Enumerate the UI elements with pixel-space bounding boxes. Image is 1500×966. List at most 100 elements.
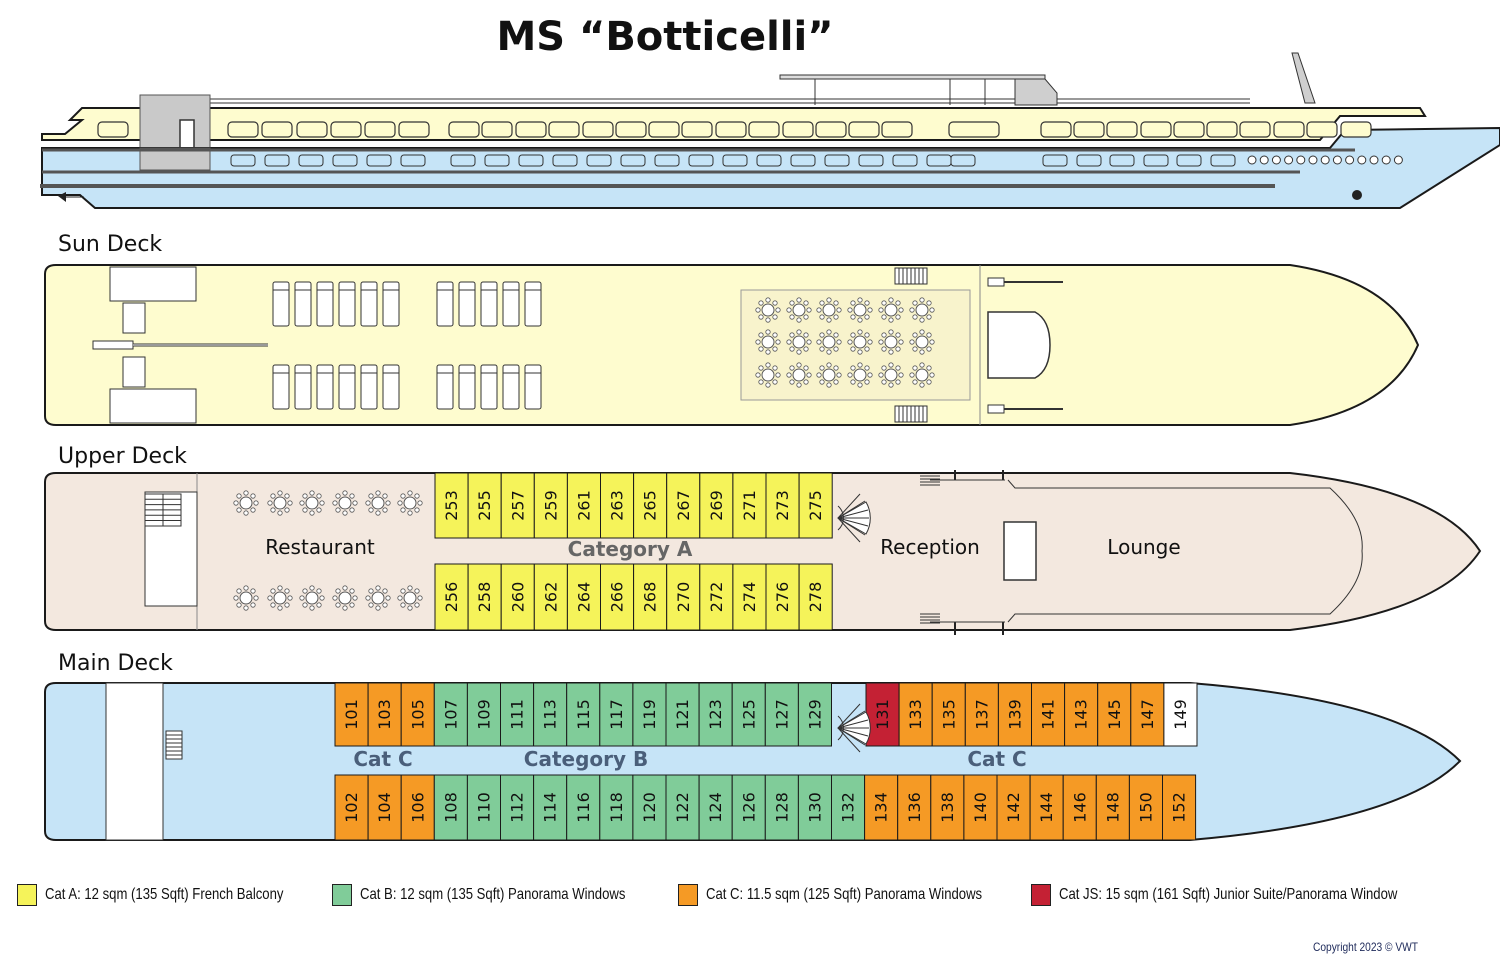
cabin-274: 274 (732, 563, 767, 631)
cabin-256: 256 (434, 563, 469, 631)
upper-deck-label: Upper Deck (58, 444, 187, 469)
cabin-113: 113 (533, 682, 568, 747)
cabin-number: 113 (541, 699, 560, 730)
cabin-269: 269 (699, 472, 734, 539)
cabin-133: 133 (898, 682, 933, 747)
cabin-number: 132 (839, 792, 858, 823)
cabin-number: 104 (375, 792, 394, 823)
cabin-117: 117 (599, 682, 634, 747)
cabin-103: 103 (367, 682, 402, 747)
cabin-number: 269 (707, 490, 726, 521)
cabin-number: 101 (342, 699, 361, 730)
cabin-275: 275 (798, 472, 833, 539)
legend: Cat A: 12 sqm (135 Sqft) French Balcony … (0, 884, 1500, 912)
main-deck-label: Main Deck (58, 651, 173, 676)
cabin-102: 102 (334, 774, 369, 841)
cabin-273: 273 (765, 472, 800, 539)
cabin-number: 144 (1037, 792, 1056, 823)
cabin-120: 120 (632, 774, 667, 841)
cabin-number: 260 (508, 582, 527, 613)
cabin-number: 127 (772, 699, 791, 730)
ship-title: MS “Botticelli” (496, 14, 834, 60)
cabin-number: 261 (574, 490, 593, 521)
cabin-108: 108 (433, 774, 468, 841)
cabin-271: 271 (732, 472, 767, 539)
cabin-262: 262 (533, 563, 568, 631)
cabin-number: 145 (1105, 699, 1124, 730)
cabin-130: 130 (797, 774, 833, 841)
cabin-number: 273 (773, 490, 792, 521)
cabin-number: 116 (574, 792, 593, 823)
cabin-264: 264 (566, 563, 602, 631)
cabin-123: 123 (698, 682, 733, 747)
cabin-number: 268 (641, 582, 660, 613)
cabin-128: 128 (764, 774, 799, 841)
cabin-number: 272 (707, 582, 726, 613)
cabin-number: 118 (607, 792, 626, 823)
cabin-number: 121 (673, 699, 692, 730)
cabin-137: 137 (964, 682, 999, 747)
cabin-number: 131 (873, 699, 892, 730)
cabin-number: 148 (1103, 792, 1122, 823)
cabin-272: 272 (699, 563, 734, 631)
cabin-152: 152 (1162, 774, 1197, 841)
cabin-number: 270 (674, 582, 693, 613)
cabin-263: 263 (600, 472, 635, 539)
cabin-number: 137 (972, 699, 991, 730)
cabin-number: 258 (475, 582, 494, 613)
cabin-260: 260 (500, 563, 535, 631)
cabin-122: 122 (665, 774, 700, 841)
cabin-127: 127 (764, 682, 799, 747)
cabin-125: 125 (731, 682, 766, 747)
cabin-number: 114 (541, 792, 560, 823)
cabin-number: 142 (1004, 792, 1023, 823)
category-b-label: Category B (524, 747, 648, 771)
cabin-149: 149 (1163, 682, 1198, 747)
legend-item-cat-c: Cat C: 11.5 sqm (125 Sqft) Panorama Wind… (678, 884, 1043, 906)
cabin-258: 258 (467, 563, 502, 631)
cabin-number: 138 (938, 792, 957, 823)
cabin-number: 150 (1136, 792, 1155, 823)
cabin-number: 267 (674, 490, 693, 521)
cabin-number: 119 (640, 699, 659, 730)
cabin-101: 101 (334, 682, 369, 747)
legend-text-cat-a: Cat A: 12 sqm (135 Sqft) French Balcony (45, 886, 284, 903)
cabin-number: 263 (608, 490, 627, 521)
cabin-number: 147 (1138, 699, 1157, 730)
cabin-132: 132 (831, 774, 866, 841)
cabin-number: 135 (939, 699, 958, 730)
cabin-number: 129 (805, 699, 824, 730)
cabin-number: 266 (608, 582, 627, 613)
cabin-number: 117 (607, 699, 626, 730)
cabin-number: 130 (805, 792, 824, 823)
cat-c-right-label: Cat C (967, 747, 1026, 771)
cabin-139: 139 (997, 682, 1033, 747)
reception-label: Reception (880, 535, 980, 559)
lounge-label: Lounge (1107, 535, 1180, 559)
cabin-259: 259 (533, 472, 568, 539)
cabin-number: 259 (541, 490, 560, 521)
cabin-number: 262 (541, 582, 560, 613)
cabin-141: 141 (1031, 682, 1066, 747)
category-a-label: Category A (568, 537, 693, 561)
cabin-110: 110 (466, 774, 501, 841)
legend-item-cat-js: Cat JS: 15 sqm (161 Sqft) Junior Suite/P… (1031, 884, 1472, 906)
cabin-number: 256 (442, 582, 461, 613)
cabin-140: 140 (963, 774, 998, 841)
cabin-142: 142 (996, 774, 1031, 841)
cabin-114: 114 (533, 774, 568, 841)
cabin-number: 105 (408, 699, 427, 730)
cabin-number: 141 (1039, 699, 1058, 730)
cabin-number: 128 (772, 792, 791, 823)
cabin-268: 268 (633, 563, 668, 631)
cabin-number: 274 (740, 582, 759, 613)
cabin-number: 110 (474, 792, 493, 823)
legend-text-cat-js: Cat JS: 15 sqm (161 Sqft) Junior Suite/P… (1059, 886, 1398, 903)
cabin-number: 275 (806, 490, 825, 521)
cabin-118: 118 (599, 774, 634, 841)
sun-deck-label: Sun Deck (58, 232, 163, 257)
cabin-number: 143 (1072, 699, 1091, 730)
